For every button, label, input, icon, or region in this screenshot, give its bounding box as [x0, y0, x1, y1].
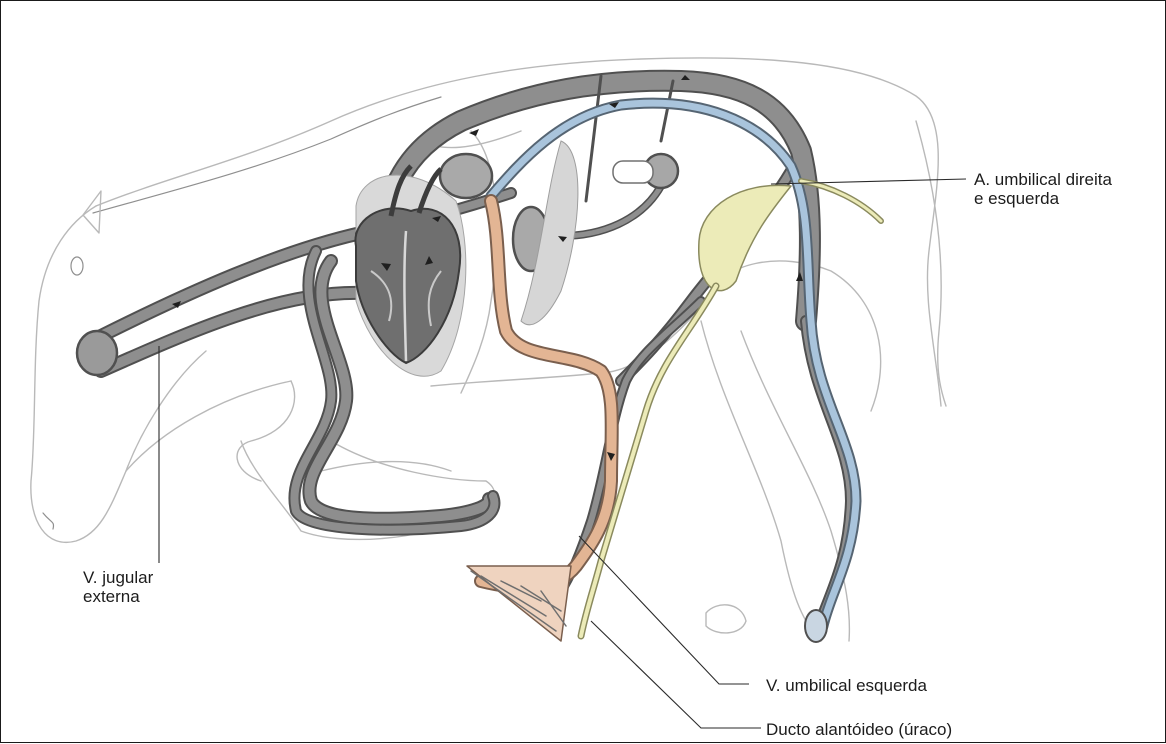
- label-jugular-vein-line1: V. jugular: [83, 568, 153, 587]
- foreleg-inner: [321, 462, 451, 471]
- label-umbilical-arteries-line1: A. umbilical direita: [974, 170, 1112, 189]
- label-umbilical-arteries-line2: e esquerda: [974, 189, 1112, 208]
- intestine-segment: [613, 161, 653, 183]
- eye-shape: [71, 257, 83, 275]
- nostril-shape: [43, 513, 54, 529]
- arrow-aorta: [469, 129, 479, 136]
- lung-capillary-bed: [440, 154, 492, 198]
- rear-hoof-contour: [706, 605, 746, 633]
- hoof-capillary-bed: [805, 610, 827, 642]
- label-allantoic-duct: Ducto alantóideo (úraco): [766, 720, 952, 739]
- head-contour: [31, 206, 206, 542]
- leader-allantoic-duct: [591, 621, 761, 728]
- label-umbilical-vein: V. umbilical esquerda: [766, 676, 927, 695]
- jaw-contour: [126, 381, 291, 471]
- bladder: [699, 185, 791, 290]
- label-umbilical-arteries: A. umbilical direita e esquerda: [974, 170, 1112, 208]
- head-capillary-bed: [77, 331, 117, 375]
- label-jugular-vein-line2: externa: [83, 587, 153, 606]
- heart-septum: [404, 231, 406, 361]
- tail-contour: [916, 121, 946, 406]
- chest-contour: [237, 381, 295, 481]
- hindleg-contour: [701, 321, 821, 641]
- systemic-vessels: [77, 76, 851, 621]
- label-jugular-vein: V. jugular externa: [83, 568, 153, 606]
